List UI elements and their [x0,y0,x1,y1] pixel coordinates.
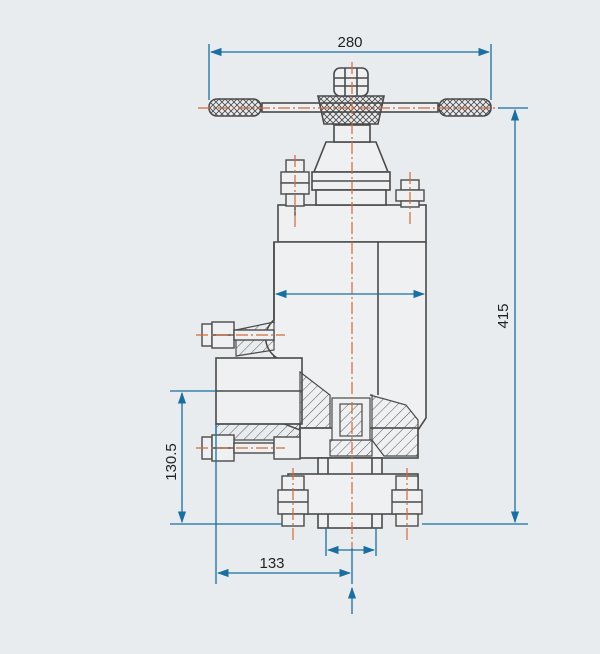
dim-handwheel-width-label: 280 [337,34,362,51]
centerlines [196,62,500,548]
dim-side-height-label: 130.5 [163,443,180,481]
valve-body [215,204,427,529]
dim-overall-height-label: 415 [495,303,512,328]
dimension-lines [170,44,528,614]
handwheel [208,67,492,125]
dim-side-offset-label: 133 [259,555,284,572]
bonnet [311,124,391,206]
